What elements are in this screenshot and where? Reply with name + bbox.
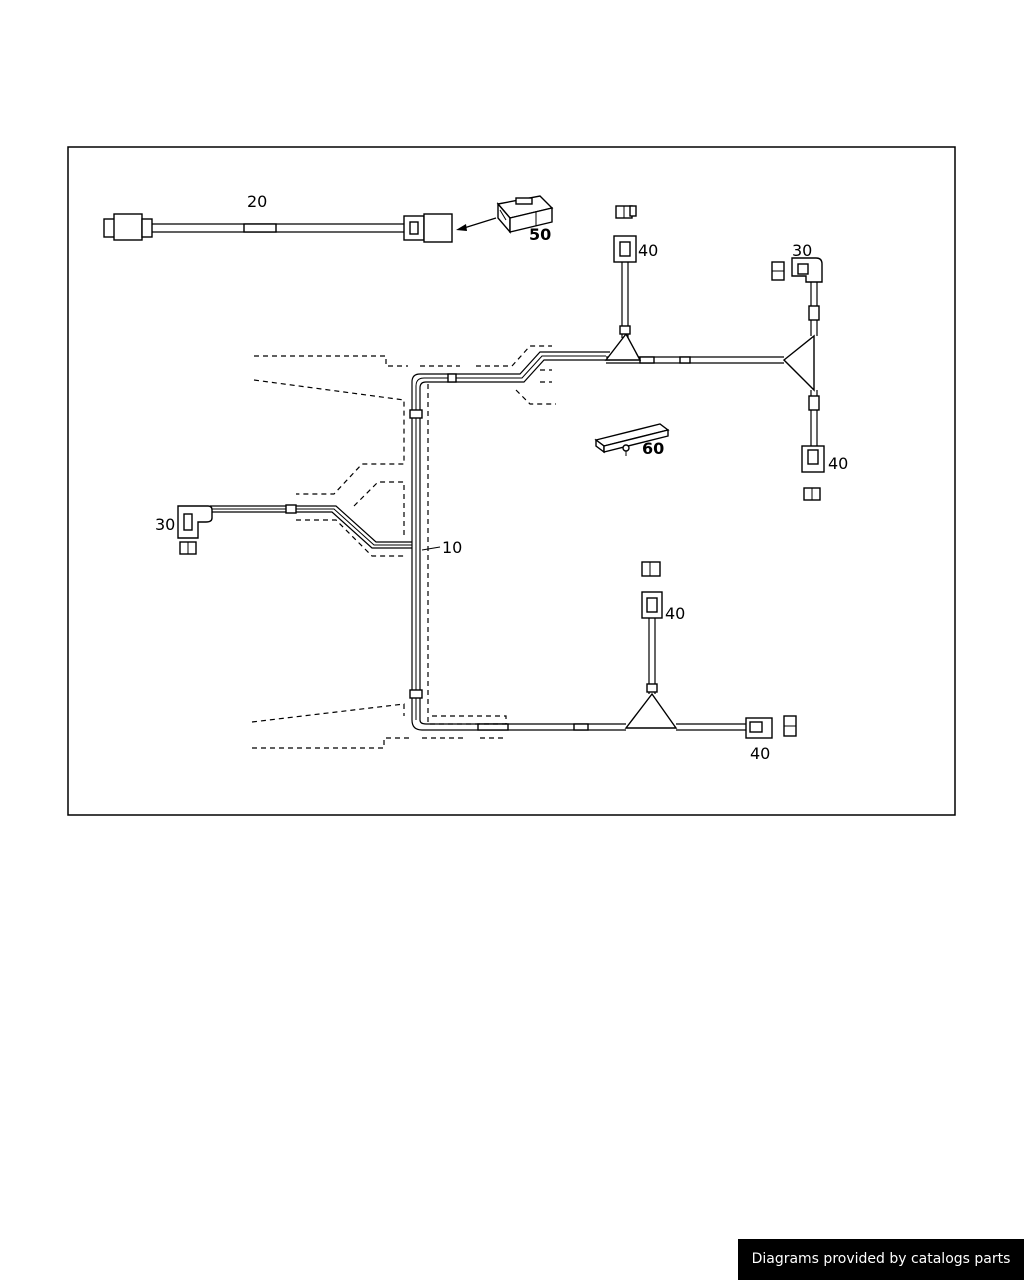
y-junction-bottom bbox=[624, 618, 678, 729]
callout-10: 10 bbox=[442, 538, 462, 557]
plug-40-bottom-right-icon bbox=[745, 715, 797, 739]
plug-40-bottom-icon bbox=[641, 561, 663, 619]
y-junction-top bbox=[604, 262, 642, 361]
callout-40-bottom: 40 bbox=[665, 604, 685, 623]
arrow-icon bbox=[456, 217, 497, 231]
callout-60: 60 bbox=[642, 439, 664, 458]
callout-20: 20 bbox=[247, 192, 267, 211]
callout-30-left: 30 bbox=[155, 515, 175, 534]
callout-30-right: 30 bbox=[792, 241, 812, 260]
plug-40-top-icon bbox=[613, 205, 637, 263]
credit-banner: Diagrams provided by catalogs parts bbox=[738, 1239, 1024, 1280]
connector-30-left-icon bbox=[177, 505, 213, 555]
connector-30-right-icon bbox=[771, 257, 823, 283]
diagram-frame bbox=[67, 146, 956, 816]
callout-40-bottom-right: 40 bbox=[750, 744, 770, 763]
dashed-outline bbox=[251, 345, 556, 749]
plug-40-right-icon bbox=[801, 445, 825, 501]
coupling-50-icon bbox=[496, 195, 554, 234]
callout-40-top: 40 bbox=[638, 241, 658, 260]
cable-20 bbox=[103, 213, 453, 243]
y-junction-right bbox=[782, 282, 820, 446]
harness-10 bbox=[210, 351, 784, 731]
callout-40-right: 40 bbox=[828, 454, 848, 473]
callout-50: 50 bbox=[529, 225, 551, 244]
bracket-60-icon bbox=[594, 423, 670, 456]
